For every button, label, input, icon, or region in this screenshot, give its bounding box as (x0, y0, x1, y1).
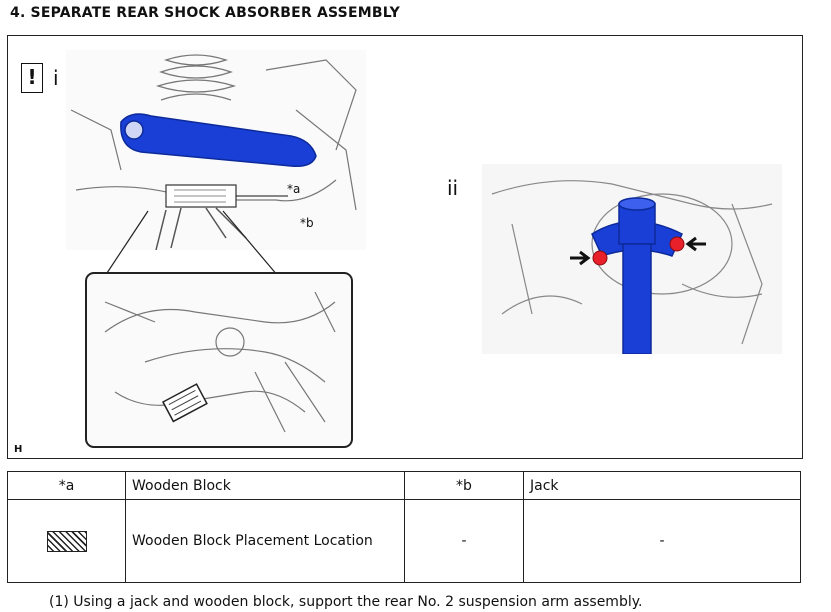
view-i-label: i (53, 66, 59, 90)
legend-row: *a Wooden Block *b Jack (7, 471, 801, 500)
legend-table: *a Wooden Block *b Jack Wooden Block Pla… (7, 471, 801, 583)
legend-key-a: *a (7, 471, 126, 500)
inset-detail-illustration (85, 272, 353, 448)
legend-empty-desc: - (523, 499, 801, 583)
caution-icon: ! (21, 63, 43, 93)
view-ii-label: ii (447, 176, 459, 200)
legend-desc-b: Jack (523, 471, 801, 500)
suspension-arm-illustration (66, 50, 366, 250)
figure-letter: H (14, 444, 23, 455)
legend-row: Wooden Block Placement Location - - (7, 499, 801, 583)
illustration-figure: ! i ii *a *b (7, 35, 803, 459)
procedure-step: (1) Using a jack and wooden block, suppo… (49, 594, 643, 610)
legend-desc-placement: Wooden Block Placement Location (125, 499, 405, 583)
section-heading: 4. SEPARATE REAR SHOCK ABSORBER ASSEMBLY (10, 5, 401, 21)
legend-empty-key: - (404, 499, 524, 583)
callout-jack: *b (300, 216, 314, 230)
legend-key-b: *b (404, 471, 524, 500)
legend-desc-a: Wooden Block (125, 471, 405, 500)
shock-absorber-mount-illustration (482, 164, 782, 354)
callout-wooden-block: *a (287, 182, 301, 196)
zoom-connector (104, 210, 279, 277)
legend-symbol-cell (7, 499, 126, 583)
hatch-pattern-icon (46, 530, 87, 552)
